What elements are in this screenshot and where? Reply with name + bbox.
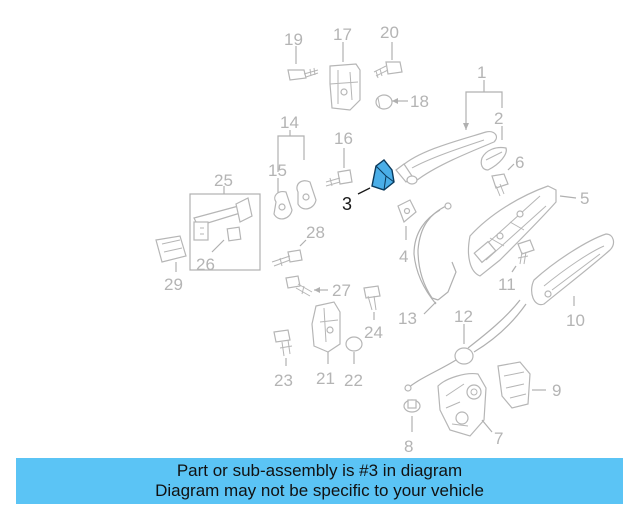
callout-14: 14 — [280, 113, 299, 132]
caption-line-1: Part or sub-assembly is #3 in diagram — [176, 461, 463, 480]
part-12-cable — [404, 299, 527, 392]
callout-22: 22 — [344, 371, 363, 390]
callout-5: 5 — [580, 189, 589, 208]
callout-11: 11 — [498, 275, 516, 294]
caption-banner: Part or sub-assembly is #3 in diagram Di… — [16, 458, 623, 504]
callout-21: 21 — [316, 369, 335, 388]
callout-12: 12 — [454, 307, 473, 326]
part-16-bolt — [325, 148, 353, 187]
callout-4: 4 — [399, 247, 408, 266]
part-3-handle-cap-highlighted — [357, 159, 395, 195]
parts-diagram: 19 17 20 18 1 2 — [155, 23, 615, 456]
part-22-cap — [345, 336, 363, 364]
part-13-rod — [413, 202, 457, 315]
part-11-bolt — [511, 239, 535, 273]
part-24-bolt — [363, 285, 381, 320]
callout-7: 7 — [494, 429, 503, 448]
callout-24: 24 — [364, 323, 383, 342]
callout-10: 10 — [566, 311, 585, 330]
part-6-bolt — [491, 163, 515, 197]
callout-3: 3 — [342, 194, 352, 214]
callout-18: 18 — [410, 92, 429, 111]
part-5-inner-frame — [467, 185, 577, 277]
part-28-bolt — [271, 239, 307, 267]
callout-20: 20 — [380, 23, 399, 42]
part-1-outer-handle — [395, 80, 503, 185]
part-20-bolt — [373, 42, 403, 79]
part-25-door-check-box — [189, 186, 261, 271]
part-17-hinge — [329, 42, 361, 111]
callout-6: 6 — [515, 153, 524, 172]
callout-25: 25 — [214, 171, 233, 190]
part-29-bracket — [155, 235, 187, 272]
callout-29: 29 — [164, 275, 183, 294]
part-4-bracket — [397, 199, 417, 240]
callout-8: 8 — [404, 437, 413, 456]
callout-13: 13 — [398, 309, 417, 328]
callout-9: 9 — [552, 381, 561, 400]
part-8-bolt — [403, 399, 421, 432]
part-21-hinge — [311, 301, 341, 364]
part-18-cap — [375, 94, 408, 110]
callout-23: 23 — [274, 371, 293, 390]
callout-26: 26 — [196, 255, 215, 274]
callout-1: 1 — [477, 63, 486, 82]
part-10-inner-handle — [531, 233, 615, 306]
callout-16: 16 — [334, 129, 353, 148]
part-19-bolt — [287, 46, 319, 81]
part-2-handle-cover — [480, 126, 507, 171]
callout-2: 2 — [494, 109, 503, 128]
callout-27: 27 — [332, 281, 351, 300]
part-27-bolt — [285, 275, 328, 297]
callout-28: 28 — [306, 223, 325, 242]
callout-17: 17 — [333, 25, 352, 44]
part-23-bolt — [273, 329, 293, 366]
part-7-latch — [437, 373, 493, 437]
part-9-cover — [497, 361, 546, 409]
caption-line-2: Diagram may not be specific to your vehi… — [155, 481, 484, 500]
leader-26 — [211, 239, 225, 253]
part-14-15-stopper — [273, 130, 317, 220]
callout-19: 19 — [284, 30, 303, 49]
callout-15: 15 — [268, 161, 287, 180]
